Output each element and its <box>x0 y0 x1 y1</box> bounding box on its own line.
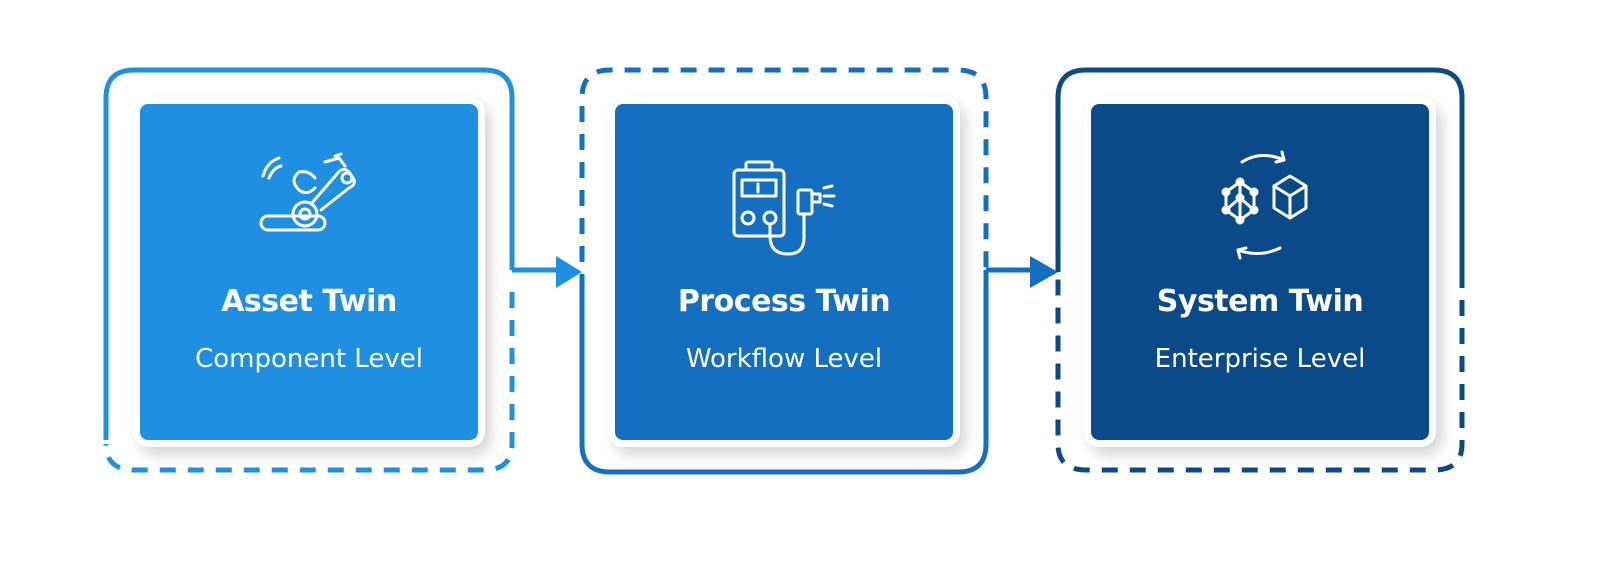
stage-title: Asset Twin <box>221 284 397 319</box>
connector-arrow-2 <box>986 256 1058 288</box>
connector-arrow-1 <box>512 256 582 288</box>
arrow-right-icon <box>1030 256 1058 288</box>
stage-subtitle: Workflow Level <box>685 344 883 374</box>
process-twin-card: Process Twin Workflow Level <box>615 104 953 440</box>
sensor-device-icon <box>724 148 844 268</box>
stage-title: Process Twin <box>677 284 891 319</box>
network-cycle-icon <box>1200 148 1320 268</box>
asset-frame <box>103 67 515 473</box>
process-frame <box>579 67 989 475</box>
robotic-arm-icon <box>249 148 369 268</box>
arrow-right-icon <box>556 256 582 288</box>
stage-title: System Twin <box>1156 284 1364 319</box>
system-twin-card: System Twin Enterprise Level <box>1091 104 1429 440</box>
stage-subtitle: Component Level <box>195 344 423 374</box>
asset-twin-card: Asset Twin Component Level <box>140 104 478 440</box>
system-frame <box>1055 67 1465 473</box>
stage-subtitle: Enterprise Level <box>1154 344 1366 374</box>
